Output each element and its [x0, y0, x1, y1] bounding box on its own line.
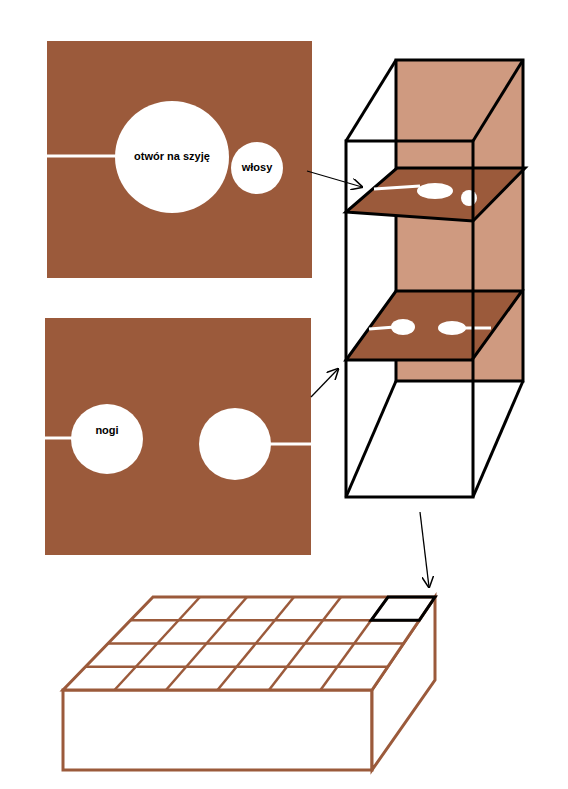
pointer-arrow — [420, 512, 429, 587]
neck-panel — [47, 41, 312, 278]
shelf-hole — [417, 183, 453, 199]
hole-circle: włosy — [231, 142, 283, 194]
hole-circle: nogi — [71, 404, 143, 474]
circle-shape — [71, 404, 143, 474]
pointer-arrow — [307, 171, 362, 187]
hole-circle: otwór na szyję — [115, 101, 229, 213]
cut-line — [47, 155, 120, 158]
circle-fill — [115, 101, 229, 213]
box-front — [346, 141, 473, 497]
cut-line — [269, 443, 311, 446]
hole-label: nogi — [95, 424, 118, 437]
shelf-slit — [374, 186, 420, 189]
hole-label: włosy — [242, 161, 273, 174]
box-frame — [346, 60, 523, 497]
leg-hole — [199, 408, 271, 480]
upper-shelf — [346, 168, 525, 221]
shelf-slit — [462, 327, 491, 330]
legs-panel — [45, 318, 311, 555]
grid-line — [86, 666, 388, 669]
shelf-hole — [438, 321, 466, 335]
grid-line — [108, 642, 404, 645]
lower-shelf — [346, 291, 522, 360]
circle-fill — [71, 404, 143, 474]
tray — [63, 597, 435, 770]
pointer-arrow — [311, 369, 338, 397]
circle-fill — [231, 142, 283, 194]
shelf-hole — [461, 190, 477, 206]
highlighted-cell — [371, 597, 435, 620]
shelf-hole — [391, 319, 415, 335]
hole-label: otwór na szyję — [134, 150, 210, 163]
